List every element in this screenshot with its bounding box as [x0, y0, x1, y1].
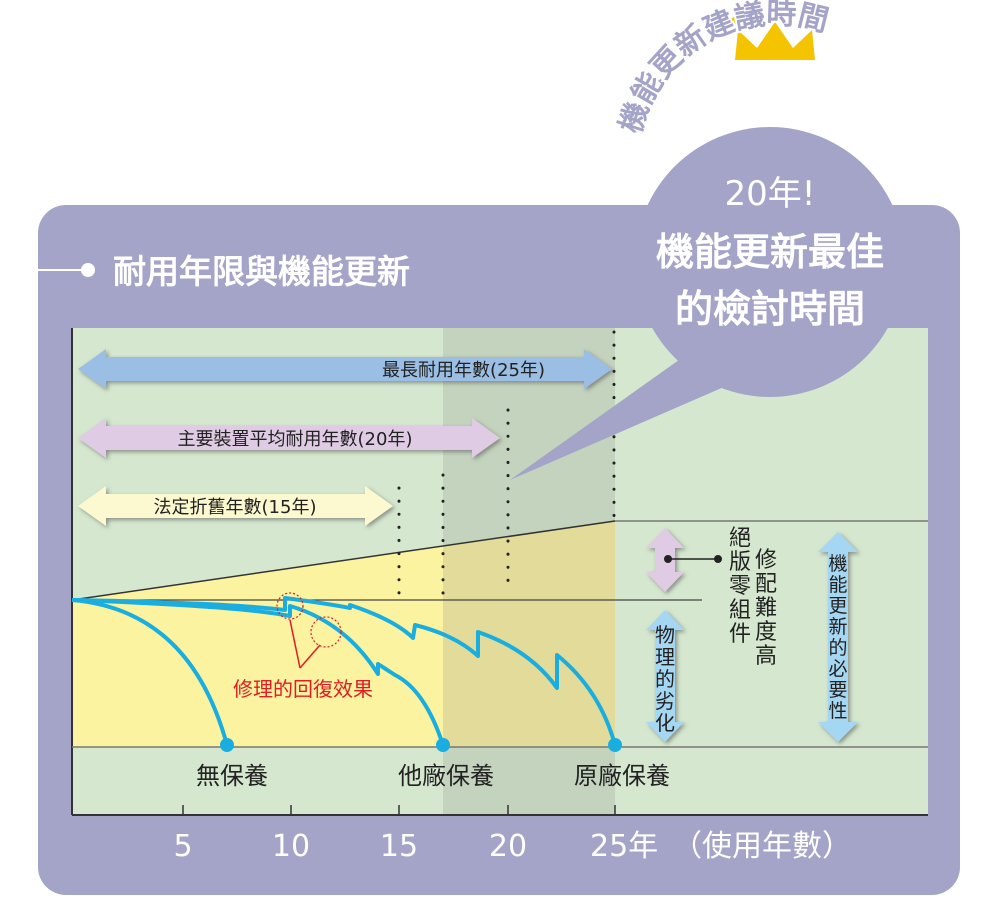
label-oem-maintenance: 原廠保養	[574, 762, 670, 790]
repair-label-char: 度	[755, 620, 777, 645]
bubble-arc-text: 機能更新建議時間	[614, 0, 832, 137]
curve-oem-maintenance	[71, 596, 617, 746]
speech-bubble	[510, 127, 905, 480]
max-life-label: 最長耐用年數(25年)	[382, 360, 545, 381]
dotted-guides	[397, 330, 616, 600]
repair-highlight-circles	[276, 592, 342, 648]
physical-label-char: 化	[655, 711, 675, 735]
repair-pointer-lines	[289, 619, 321, 669]
repair-label-char: 配	[755, 572, 777, 597]
crown-icon	[730, 7, 820, 60]
bubble-line-2: 機能更新最佳	[656, 230, 884, 274]
title-bullet-icon	[81, 263, 95, 277]
physical-label-char: 的	[655, 667, 675, 691]
x-tick-20: 20	[489, 829, 527, 864]
repair-label-char: 難	[755, 596, 777, 621]
repair-label-char: 高	[755, 644, 777, 669]
endpoint-other-maintenance	[436, 738, 450, 752]
renewal-label-char: 機	[828, 553, 847, 575]
parts-label-char: 版	[729, 550, 751, 575]
endpoint-no-maintenance	[220, 738, 234, 752]
renewal-label-char: 新	[828, 616, 847, 638]
physical-label-char: 劣	[655, 689, 675, 713]
bubble-line-1: 20年!	[725, 174, 816, 214]
renewal-label-char: 更	[828, 595, 847, 617]
physical-label-char: 物	[655, 623, 675, 647]
renewal-label-char: 能	[828, 574, 847, 596]
max-life-arrow	[78, 349, 612, 389]
slope-line	[71, 520, 616, 601]
deterioration-curves	[71, 596, 617, 746]
x-tick-15: 15	[380, 829, 418, 864]
renewal-label-char: 性	[828, 700, 847, 722]
curve-other-maintenance	[71, 598, 445, 746]
physical-label-char: 理	[655, 645, 675, 669]
parts-label-char: 組	[729, 598, 751, 623]
parts-label-char: 零	[729, 574, 751, 599]
legal-depreciation-arrow	[78, 486, 393, 526]
repair-label-char: 修	[755, 548, 777, 573]
label-no-maintenance: 無保養	[196, 762, 268, 790]
x-tick-25: 25年	[590, 829, 658, 864]
endpoint-oem-maintenance	[608, 738, 622, 752]
x-axis-unit: （使用年數）	[672, 829, 852, 864]
legal-depreciation-label: 法定折舊年數(15年)	[154, 497, 317, 518]
physical-deterioration-arrow	[646, 610, 684, 742]
parts-label-char: 絕	[729, 526, 751, 551]
renewal-necessity-arrow	[818, 532, 858, 742]
x-tick-10: 10	[272, 829, 310, 864]
repair-effect-label: 修理的回復效果	[233, 677, 373, 701]
parts-label-char: 件	[729, 622, 751, 647]
bubble-line-3: 的檢討時間	[675, 287, 865, 331]
renewal-label-char: 必	[828, 658, 847, 680]
label-other-maintenance: 他廠保養	[398, 762, 494, 790]
x-tick-5: 5	[173, 829, 192, 864]
renewal-label-char: 要	[828, 679, 847, 701]
section-title: 耐用年限與機能更新	[113, 252, 410, 291]
main-equipment-arrow	[78, 418, 500, 458]
main-equipment-label: 主要裝置平均耐用年數(20年)	[178, 429, 413, 450]
curve-no-maintenance	[71, 598, 229, 746]
renewal-label-char: 的	[828, 637, 847, 659]
gray-shade	[443, 328, 615, 815]
